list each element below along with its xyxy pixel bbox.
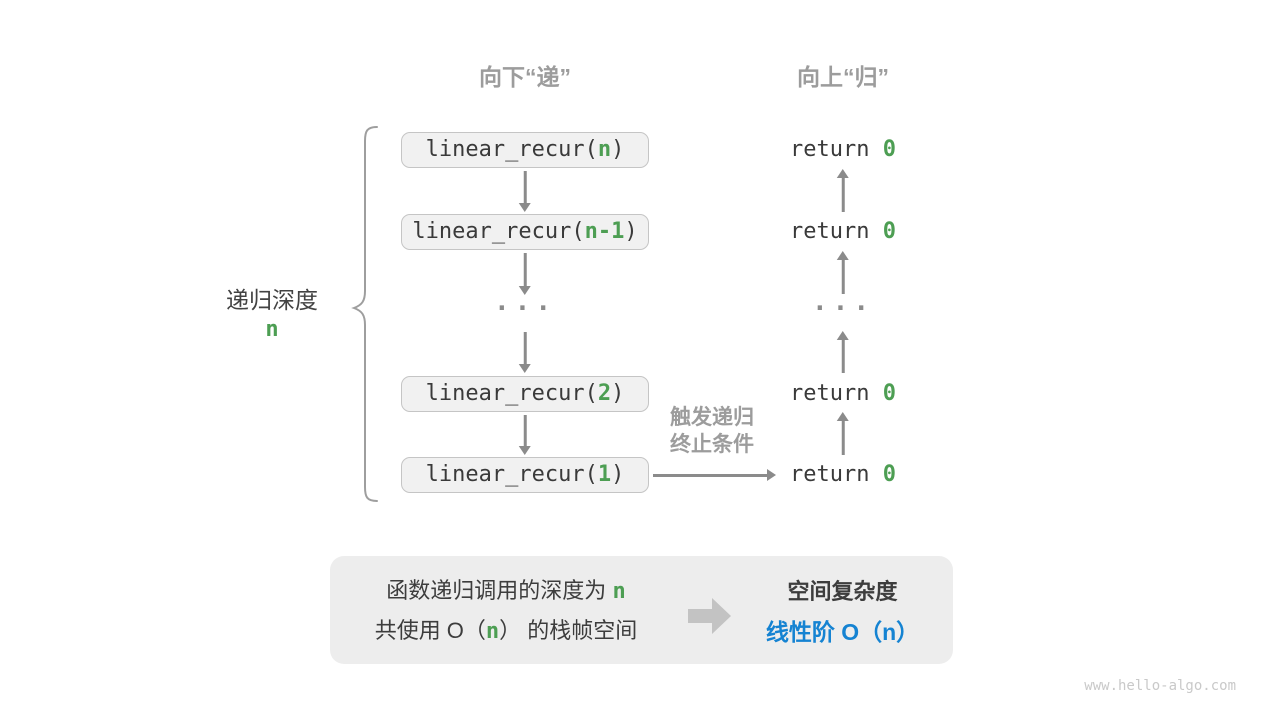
header-upward-return: 向上“归”	[797, 64, 889, 90]
return-value: 0	[882, 462, 896, 487]
call-box-1: linear_recur(1)	[401, 457, 649, 493]
recursion-depth-value: n	[265, 317, 279, 342]
down-arrow-icon	[523, 171, 527, 203]
call-text: )	[611, 381, 625, 406]
return-value: 0	[882, 381, 896, 406]
implies-arrow-icon	[688, 598, 731, 634]
termination-condition-note: 触发递归 终止条件	[670, 404, 754, 458]
call-box-n-1: linear_recur(n-1)	[401, 214, 649, 250]
call-text: linear_recur(	[425, 462, 598, 487]
return-statement: return 0	[790, 219, 896, 245]
return-statement: return 0	[790, 462, 896, 488]
return-value: 0	[882, 137, 896, 162]
return-text: return	[790, 219, 883, 244]
ellipsis-right: ...	[812, 287, 874, 317]
up-arrow-icon	[841, 421, 845, 455]
termination-note-line1: 触发递归	[670, 406, 754, 429]
call-arg: n	[597, 137, 612, 162]
space-complexity-value: 线性阶 O（n）	[765, 619, 920, 645]
summary-line1-text: 函数递归调用的深度为	[386, 578, 607, 603]
call-text: linear_recur(	[425, 381, 598, 406]
call-text: )	[611, 137, 625, 162]
call-arg: 1	[597, 462, 612, 487]
summary-result: 空间复杂度 线性阶 O（n）	[740, 577, 945, 647]
right-arrow-icon	[653, 474, 767, 477]
summary-line2-post: ） 的栈帧空间	[499, 618, 638, 643]
call-arg: n-1	[584, 219, 625, 244]
up-arrow-icon	[841, 340, 845, 373]
return-text: return	[790, 381, 883, 406]
recursion-depth-label: 递归深度	[226, 287, 318, 313]
up-arrow-icon	[841, 178, 845, 212]
space-complexity-title: 空间复杂度	[787, 579, 898, 604]
summary-line2-n: n	[485, 619, 500, 644]
complexity-summary-box: 函数递归调用的深度为 n 共使用 O（n） 的栈帧空间 空间复杂度 线性阶 O（…	[330, 556, 953, 664]
call-arg: 2	[597, 381, 612, 406]
ellipsis-left: ...	[494, 287, 556, 317]
return-text: return	[790, 462, 883, 487]
down-arrow-icon	[523, 415, 527, 446]
call-text: linear_recur(	[412, 219, 585, 244]
summary-line2-pre: 共使用 O（	[374, 618, 486, 643]
termination-note-line2: 终止条件	[670, 433, 754, 456]
header-downward-recurse: 向下“递”	[479, 64, 571, 90]
return-value: 0	[882, 219, 896, 244]
call-text: linear_recur(	[425, 137, 598, 162]
call-box-2: linear_recur(2)	[401, 376, 649, 412]
summary-line2: 共使用 O（n） 的栈帧空间	[346, 616, 666, 646]
watermark: www.hello-algo.com	[1084, 678, 1236, 694]
return-text: return	[790, 137, 883, 162]
up-arrow-icon	[841, 260, 845, 294]
summary-line1: 函数递归调用的深度为 n	[346, 576, 666, 606]
depth-brace	[351, 126, 378, 502]
summary-description: 函数递归调用的深度为 n 共使用 O（n） 的栈帧空间	[346, 576, 666, 646]
return-statement: return 0	[790, 137, 896, 163]
call-box-n: linear_recur(n)	[401, 132, 649, 168]
call-text: )	[624, 219, 638, 244]
summary-line1-n: n	[612, 579, 626, 604]
down-arrow-icon	[523, 253, 527, 286]
return-statement: return 0	[790, 381, 896, 407]
down-arrow-icon	[523, 332, 527, 364]
call-text: )	[611, 462, 625, 487]
